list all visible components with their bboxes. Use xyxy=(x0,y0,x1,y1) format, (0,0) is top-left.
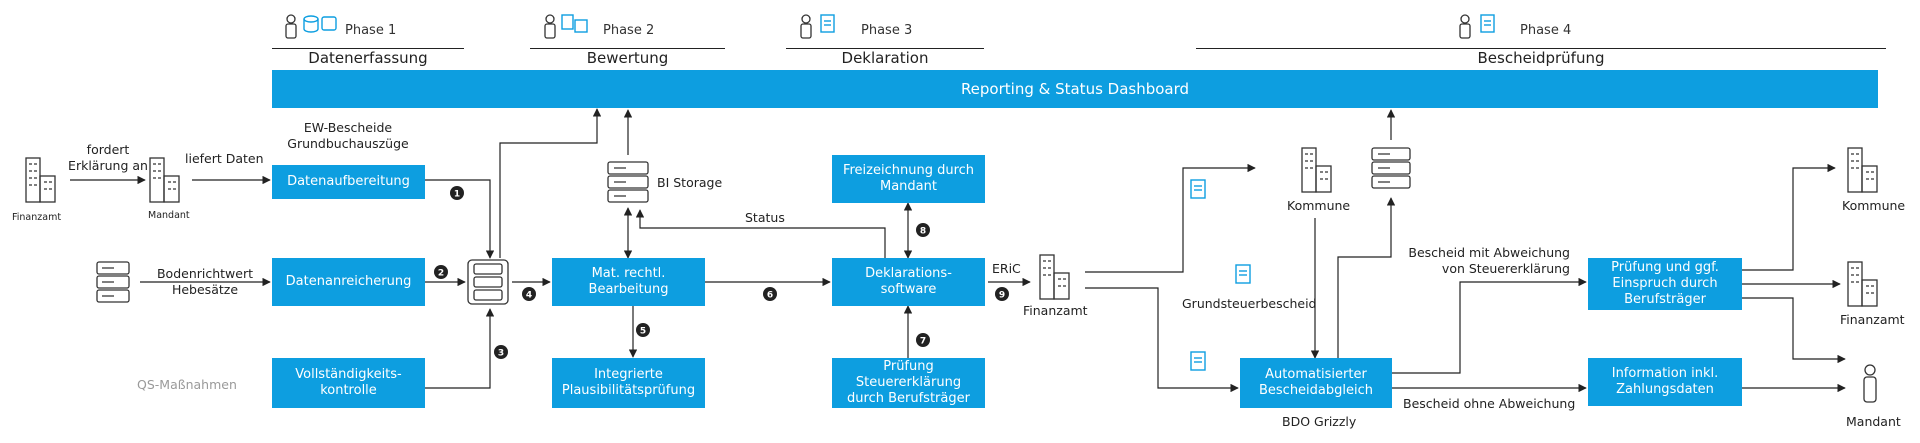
server-icon-bodenrichtwert xyxy=(96,261,130,303)
phase-4-title: Bescheidprüfung xyxy=(1477,49,1605,67)
building-icon-finanzamt-mid xyxy=(1039,254,1070,300)
mandant-right-label: Mandant xyxy=(1846,414,1901,429)
datenaufbereitung-box: Datenaufbereitung xyxy=(272,165,425,199)
arrow-3 xyxy=(425,308,495,389)
liefert-daten-label: liefert Daten xyxy=(185,151,264,166)
kommune-mid-label: Kommune xyxy=(1287,198,1351,213)
step-6-badge: 6 xyxy=(763,287,777,301)
arrow-status xyxy=(635,209,886,258)
step-2-badge: 2 xyxy=(434,265,448,279)
building-icon-finanzamt-left xyxy=(25,157,56,203)
bi-storage-label: BI Storage xyxy=(657,175,723,190)
svg-text:2: 2 xyxy=(438,269,444,279)
information-zahlungsdaten-box: Information inkl.Zahlungsdaten xyxy=(1588,358,1742,406)
person-icon-mandant-right xyxy=(1863,364,1877,403)
phase-4-rule xyxy=(1196,48,1886,49)
arrow-finanzamt-kommune xyxy=(1085,163,1256,273)
svg-text:5: 5 xyxy=(640,327,646,337)
document-icon-phase-3 xyxy=(820,14,835,33)
person-icon-phase-3 xyxy=(800,14,812,39)
svg-text:1: 1 xyxy=(454,190,460,200)
bdo-grizzly-label: BDO Grizzly xyxy=(1282,414,1357,429)
server-icon-phase-4 xyxy=(1371,147,1411,189)
building-icon-mandant-left xyxy=(149,157,180,203)
status-label: Status xyxy=(745,210,785,225)
svg-text:7: 7 xyxy=(920,337,926,347)
bescheid-ohne-abweichung-label: Bescheid ohne Abweichung xyxy=(1403,396,1576,411)
person-icon-phase-4 xyxy=(1459,14,1471,39)
svg-text:3: 3 xyxy=(498,349,504,359)
step-7-badge: 7 xyxy=(916,333,930,347)
phase-3-title: Deklaration xyxy=(841,49,929,67)
arrow-finanzamt-auto xyxy=(1085,287,1239,393)
server-icon-bi-storage xyxy=(607,161,649,203)
phase-2-rule xyxy=(530,48,725,49)
kommune-right-label: Kommune xyxy=(1842,198,1906,213)
step-9-badge: 9 xyxy=(995,287,1009,301)
arrow-einspruch-kommune xyxy=(1742,163,1836,271)
building-icon-finanzamt-right xyxy=(1847,261,1878,307)
mat-rechtl-bearbeitung-box: Mat. rechtl.Bearbeitung xyxy=(552,258,705,306)
building-icon-kommune-right xyxy=(1847,147,1878,193)
step-5-badge: 5 xyxy=(636,323,650,337)
finanzamt-mid-label: Finanzamt xyxy=(1023,303,1088,318)
step-3-badge: 3 xyxy=(494,345,508,359)
phase-1-label: Phase 1 xyxy=(345,23,397,38)
reporting-dashboard-banner: Reporting & Status Dashboard xyxy=(272,70,1878,108)
finanzamt-right-label: Finanzamt xyxy=(1840,312,1905,327)
document-icon-grundsteuer xyxy=(1235,264,1251,284)
phase-3-label: Phase 3 xyxy=(861,23,913,38)
arrow-auto-einspruch xyxy=(1392,277,1587,374)
person-icon-phase-2 xyxy=(544,14,556,39)
svg-text:4: 4 xyxy=(526,291,532,301)
phase-2-label: Phase 2 xyxy=(603,23,655,38)
svg-text:9: 9 xyxy=(999,291,1005,301)
arrow-hub-dashboard xyxy=(499,108,602,258)
phase-1-rule xyxy=(272,48,464,49)
finanzamt-left-label: Finanzamt xyxy=(12,212,62,223)
eric-label: ERiC xyxy=(992,261,1021,276)
phase-2-title: Bewertung xyxy=(586,49,669,67)
step-8-badge: 8 xyxy=(916,223,930,237)
datenanreicherung-box: Datenanreicherung xyxy=(272,258,425,306)
phase-1-title: Datenerfassung xyxy=(308,49,428,67)
svg-text:8: 8 xyxy=(920,227,926,237)
phase-3-rule xyxy=(786,48,984,49)
svg-text:6: 6 xyxy=(767,291,773,301)
mandant-left-label: Mandant xyxy=(148,210,190,221)
arrow-einspruch-mandant xyxy=(1742,297,1846,364)
phase-4-label: Phase 4 xyxy=(1520,23,1572,38)
server-icon-hub xyxy=(467,259,509,305)
database-icon-phase-1 xyxy=(303,15,337,33)
document-icon-auto-flow xyxy=(1190,351,1206,371)
step-4-badge: 4 xyxy=(522,287,536,301)
document-chart-icon-phase-2 xyxy=(561,14,588,33)
document-icon-phase-4 xyxy=(1480,14,1495,33)
arrow-auto-storage xyxy=(1337,197,1396,358)
qs-massnahmen-label: QS-Maßnahmen xyxy=(137,377,237,392)
document-icon-kommune-flow xyxy=(1190,179,1206,199)
vollstaendigkeitskontrolle-box: Vollständigkeits-kontrolle xyxy=(272,358,425,408)
deklarationssoftware-box: Deklarations-software xyxy=(832,258,985,306)
grundsteuerbescheid-label: Grundsteuerbescheid xyxy=(1182,296,1317,311)
person-icon-phase-1 xyxy=(285,14,297,39)
building-icon-kommune-mid xyxy=(1301,147,1332,193)
arrow-1 xyxy=(425,179,495,259)
step-1-badge: 1 xyxy=(450,186,464,200)
